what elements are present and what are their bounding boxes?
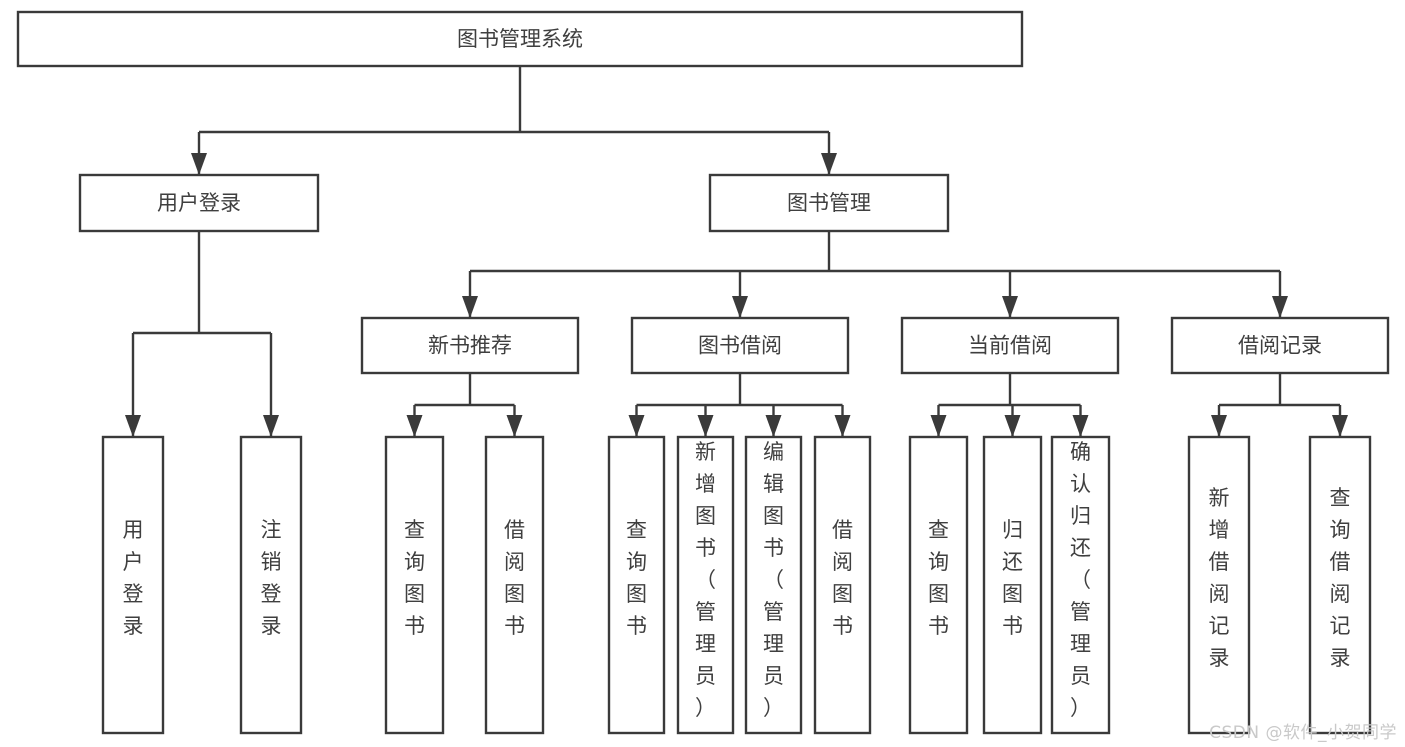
node-leaf-borrow-book-2[interactable]: 借阅图书 [813,435,872,735]
node-borrow-record-box [1170,316,1390,375]
book-manage-fanout-arrow-0 [462,296,478,318]
node-leaf-edit-book-box [744,435,803,735]
root-fanout-arrow-1 [821,153,837,175]
book-borrow-fanout-arrow-0 [628,415,645,437]
node-leaf-return-book[interactable]: 归还图书 [982,435,1043,735]
user-login-fanout-arrow-0 [125,415,141,437]
node-user-login[interactable]: 用户登录 [78,173,320,233]
node-leaf-user-login-box [101,435,165,735]
borrow-record-fanout-arrow-0 [1211,415,1227,437]
node-leaf-return-book-label: 归还图书 [1002,518,1023,638]
node-book-manage-box [708,173,950,233]
root-fanout-arrow-0 [191,153,207,175]
node-leaf-query-book-2[interactable]: 查询图书 [607,435,666,735]
node-book-manage-label: 图书管理 [787,191,871,215]
node-leaf-add-record-label: 新增借阅记录 [1209,486,1230,670]
node-leaf-query-record-box [1308,435,1372,735]
node-leaf-user-logout[interactable]: 注销登录 [239,435,303,735]
node-leaf-user-logout-label: 注销登录 [261,518,282,638]
node-new-book-recommend[interactable]: 新书推荐 [360,316,580,375]
book-manage-fanout-arrow-2 [1002,296,1018,318]
node-book-borrow[interactable]: 图书借阅 [630,316,850,375]
node-leaf-query-book-2-label: 查询图书 [626,518,647,638]
node-book-borrow-box [630,316,850,375]
node-leaf-borrow-book-1-label: 借阅图书 [504,518,525,638]
node-user-login-label: 用户登录 [157,191,241,215]
node-leaf-add-record[interactable]: 新增借阅记录 [1187,435,1251,735]
node-current-borrow-label: 当前借阅 [968,334,1052,358]
node-leaf-add-record-box [1187,435,1251,735]
node-leaf-add-book-box [676,435,735,735]
node-layer: 图书管理系统用户登录图书管理新书推荐图书借阅当前借阅借阅记录用户登录注销登录查询… [16,10,1390,735]
node-leaf-confirm-return-label: 确认归还（管理员） [1070,440,1091,720]
node-leaf-user-login-label: 用户登录 [123,518,144,638]
book-borrow-fanout-arrow-3 [834,415,851,437]
node-leaf-user-login[interactable]: 用户登录 [101,435,165,735]
node-current-borrow[interactable]: 当前借阅 [900,316,1120,375]
new-book-recommend-fanout-arrow-1 [506,415,523,437]
node-new-book-recommend-box [360,316,580,375]
node-leaf-query-book-3-box [908,435,969,735]
node-leaf-query-book-3[interactable]: 查询图书 [908,435,969,735]
node-leaf-query-record[interactable]: 查询借阅记录 [1308,435,1372,735]
node-root-box [16,10,1024,68]
node-leaf-borrow-book-2-label: 借阅图书 [832,518,853,638]
node-leaf-edit-book-label: 编辑图书（管理员） [763,440,784,720]
node-leaf-query-book-3-label: 查询图书 [928,518,949,638]
node-leaf-add-book-label: 新增图书（管理员） [695,440,716,720]
node-leaf-query-record-label: 查询借阅记录 [1330,486,1351,670]
node-new-book-recommend-label: 新书推荐 [428,334,512,358]
book-manage-fanout-arrow-1 [732,296,748,318]
node-leaf-edit-book[interactable]: 编辑图书（管理员） [744,435,803,735]
user-login-fanout-arrow-1 [263,415,279,437]
node-user-login-box [78,173,320,233]
book-borrow-fanout-arrow-2 [765,415,782,437]
node-leaf-user-logout-box [239,435,303,735]
node-leaf-add-book[interactable]: 新增图书（管理员） [676,435,735,735]
node-leaf-confirm-return-box [1050,435,1111,735]
node-leaf-query-book-1[interactable]: 查询图书 [384,435,445,735]
node-leaf-borrow-book-2-box [813,435,872,735]
node-leaf-confirm-return[interactable]: 确认归还（管理员） [1050,435,1111,735]
node-leaf-query-book-2-box [607,435,666,735]
node-book-borrow-label: 图书借阅 [698,334,782,358]
node-leaf-borrow-book-1-box [484,435,545,735]
connector-layer [125,66,1348,437]
node-borrow-record-label: 借阅记录 [1238,334,1322,358]
node-book-manage[interactable]: 图书管理 [708,173,950,233]
node-leaf-query-book-1-label: 查询图书 [404,518,425,638]
new-book-recommend-fanout-arrow-0 [406,415,423,437]
node-leaf-borrow-book-1[interactable]: 借阅图书 [484,435,545,735]
node-current-borrow-box [900,316,1120,375]
node-root-label: 图书管理系统 [457,27,583,51]
node-leaf-return-book-box [982,435,1043,735]
node-borrow-record[interactable]: 借阅记录 [1170,316,1390,375]
node-leaf-query-book-1-box [384,435,445,735]
current-borrow-fanout-arrow-0 [930,415,947,437]
node-root[interactable]: 图书管理系统 [16,10,1024,68]
borrow-record-fanout-arrow-1 [1332,415,1348,437]
book-borrow-fanout-arrow-1 [697,415,714,437]
current-borrow-fanout-arrow-1 [1004,415,1021,437]
current-borrow-fanout-arrow-2 [1072,415,1089,437]
book-manage-fanout-arrow-3 [1272,296,1288,318]
